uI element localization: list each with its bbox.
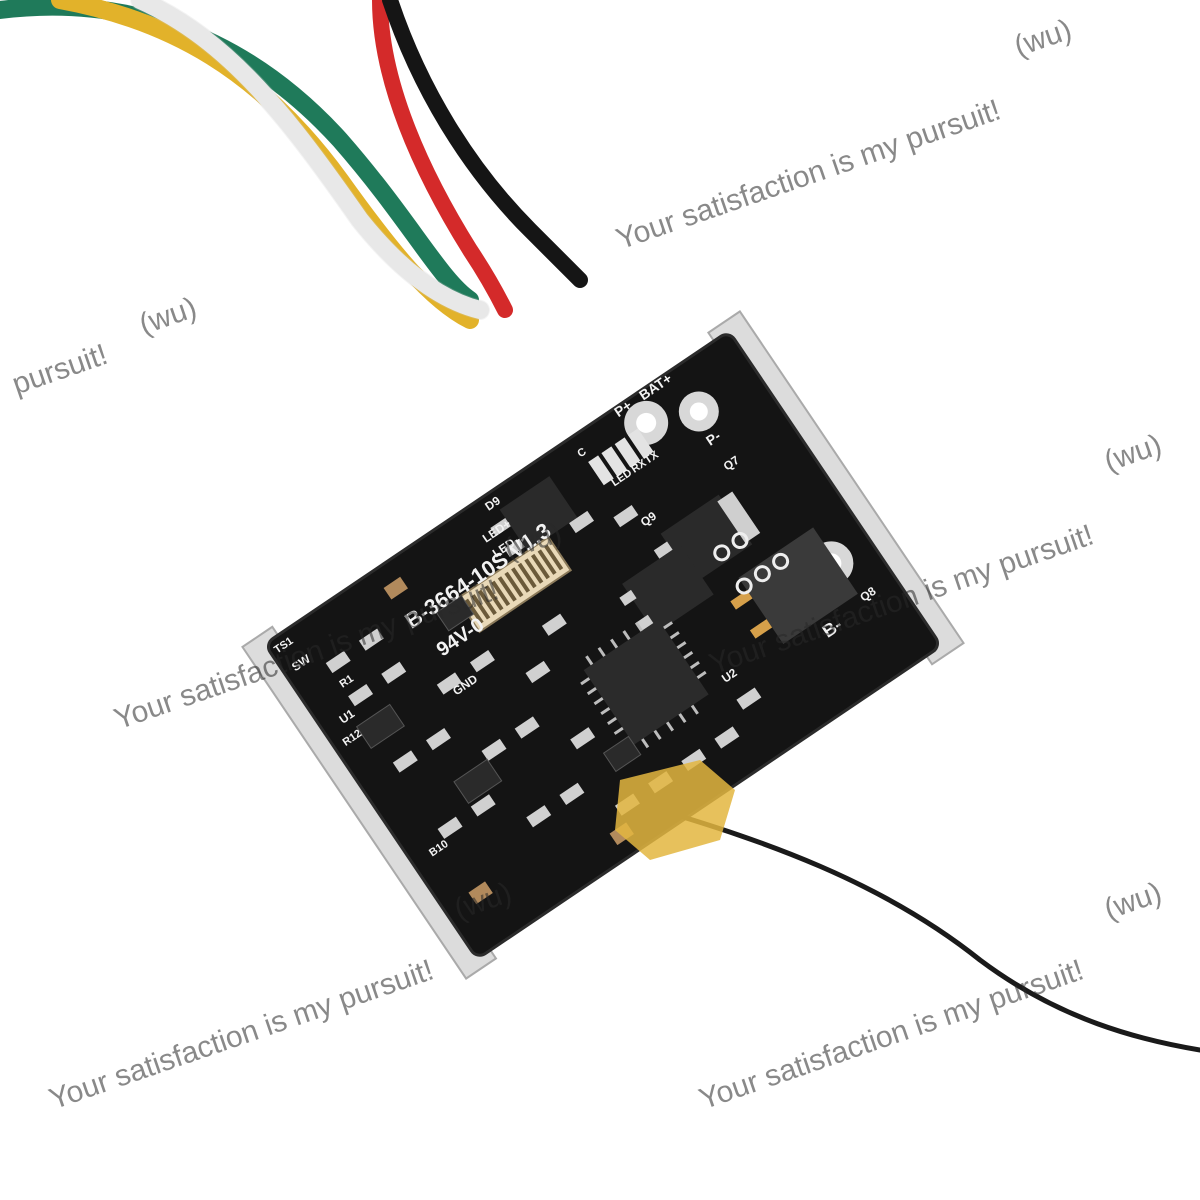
wire-black (382, 0, 588, 288)
wire-white (131, 0, 489, 319)
board-connector (455, 535, 573, 634)
pcb-board: B-3664-10S V1.3 94V-0 LED+ LED- P+ BAT+ … (241, 310, 965, 980)
pcb-body (268, 334, 938, 956)
antenna-wire (657, 807, 1200, 1053)
mosfet-q8 (730, 527, 858, 645)
wire-white-outline (130, 0, 490, 320)
wire-bundle (0, 0, 588, 329)
kapton-tape (615, 760, 735, 860)
mounting-hole-right (678, 391, 719, 432)
wire-red (372, 0, 513, 318)
small-ics (355, 595, 642, 804)
mcu-chip (580, 619, 709, 749)
mosfet-top (490, 476, 578, 558)
test-points (713, 532, 790, 595)
header-pads (588, 428, 654, 486)
